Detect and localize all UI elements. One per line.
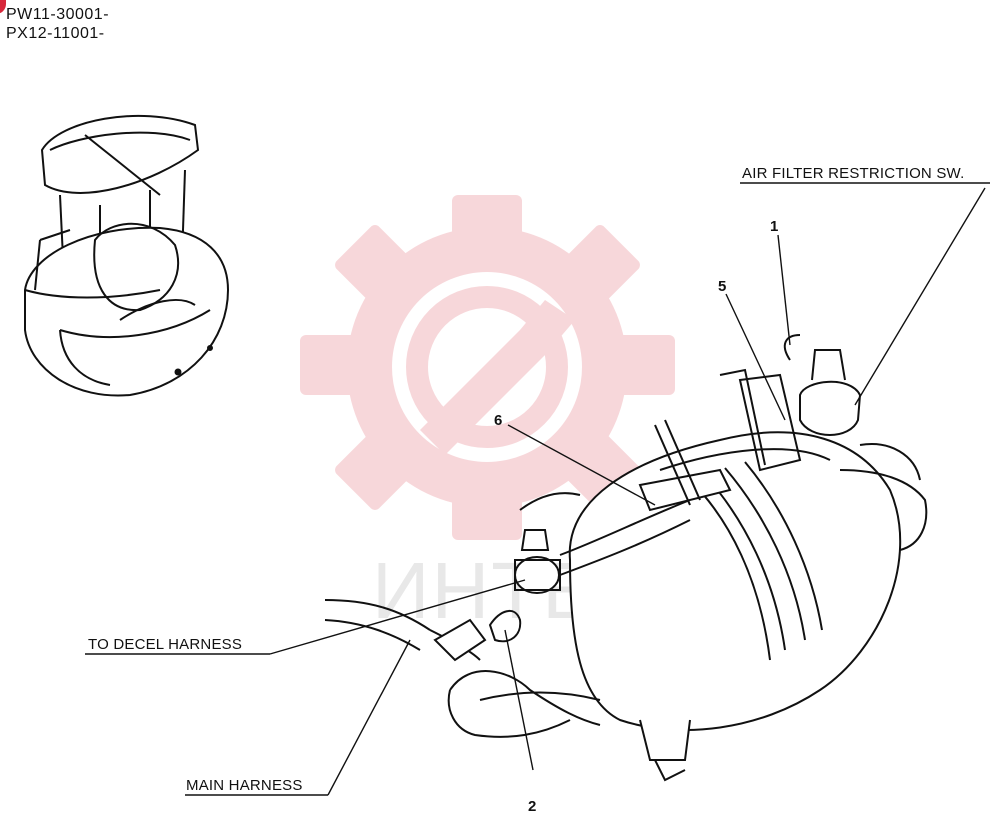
- machine-overview-illustration: [24, 114, 230, 397]
- serial-number-2: PX12-11001-: [6, 25, 105, 42]
- watermark-gear-icon: [300, 195, 675, 540]
- corner-badge: [0, 0, 6, 14]
- leader-lines: [85, 182, 990, 796]
- air-cleaner-illustration: [568, 431, 928, 782]
- harness-illustration: [324, 492, 691, 738]
- callout-5: 5: [718, 278, 727, 295]
- callout-2: 2: [528, 798, 537, 815]
- callout-1: 1: [770, 218, 779, 235]
- serial-number-1: PW11-30001-: [6, 6, 110, 23]
- label-to-decel-harness: TO DECEL HARNESS: [88, 636, 243, 653]
- restriction-switch-illustration: [638, 334, 862, 512]
- label-main-harness: MAIN HARNESS: [186, 777, 303, 794]
- callout-6: 6: [494, 412, 503, 429]
- label-air-filter-restriction-switch: AIR FILTER RESTRICTION SW.: [742, 165, 965, 182]
